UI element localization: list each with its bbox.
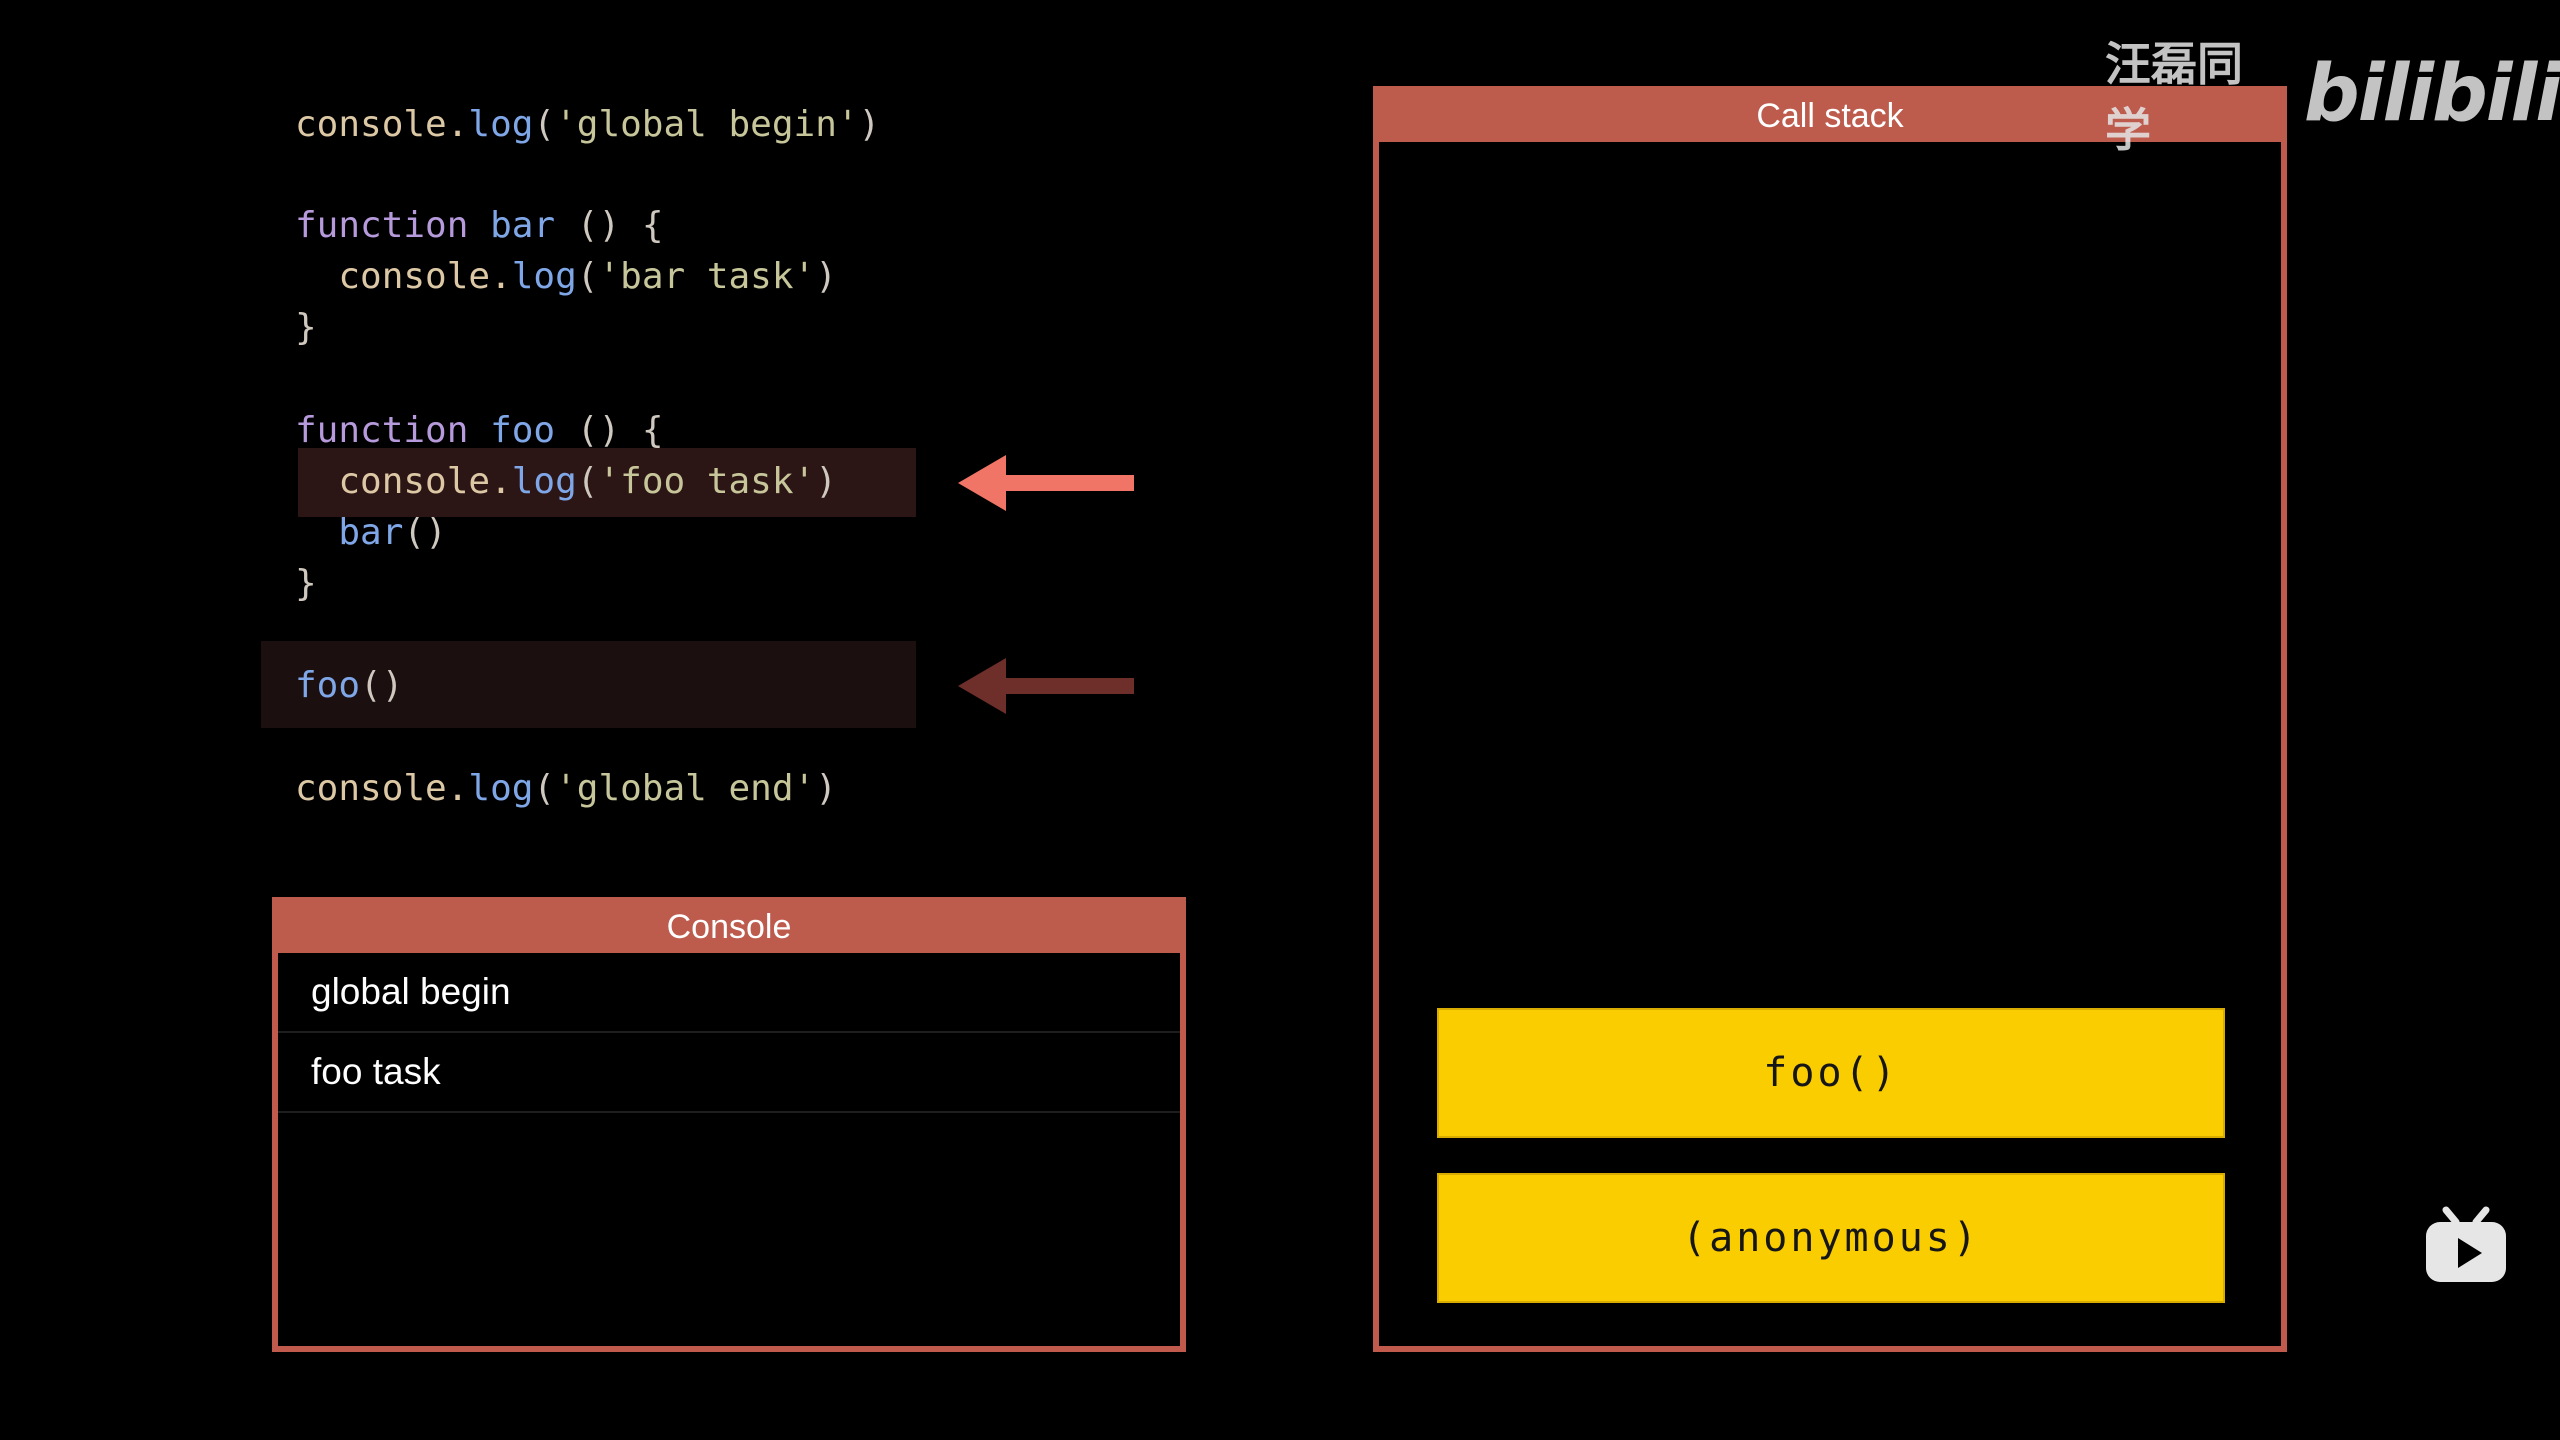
console-line: foo task [278,1033,1180,1113]
code-token: console. [295,104,469,145]
code-token: () { [576,205,664,246]
code-token: ) [815,768,837,809]
code-line: function foo () { [295,405,664,457]
code-token: 'global begin' [555,104,859,145]
code-token: ) [858,104,881,145]
code-token: console. [295,768,469,809]
code-token: bar [338,512,404,553]
code-token: foo [295,665,361,706]
code-token: console. [295,461,512,502]
code-token: ( [533,104,556,145]
console-output: global begin foo task [278,953,1180,1113]
bilibili-logo: bilibili [2303,49,2560,139]
code-token: function [295,410,469,451]
code-token: 'foo task' [598,461,816,502]
watermark-author: 汪磊同学 [2105,37,2243,157]
code-line: bar() [295,507,447,559]
console-title: Console [666,908,792,946]
code-token [468,205,490,246]
bilibili-tv-icon [2426,1206,2506,1282]
code-token: foo [490,410,556,451]
code-token: log [511,256,577,297]
code-token: } [295,563,317,604]
code-line: console.log('foo task') [295,456,837,508]
code-token: ( [533,768,556,809]
stack-frame-bottom: (anonymous) [1437,1173,2225,1303]
watermark: 汪磊同学 bilibili [2105,37,2560,157]
call-stack-title: Call stack [1756,97,1904,135]
code-line: foo() [295,660,403,712]
code-token: function [295,205,469,246]
code-token: () { [576,410,664,451]
code-token: ) [815,256,837,297]
code-line: console.log('bar task') [295,251,837,303]
code-token: log [468,768,534,809]
code-line: console.log('global begin') [295,99,880,151]
code-token [295,512,338,553]
code-editor: console.log('global begin')function bar … [0,0,1200,840]
code-token: ( [576,256,599,297]
code-token: ) [815,461,837,502]
code-token: console. [295,256,512,297]
code-token [468,410,490,451]
code-token: bar [490,205,556,246]
caller-line-highlight [261,641,916,728]
current-line-highlight [298,448,916,517]
code-token: () [403,512,447,553]
code-token: ( [576,461,599,502]
call-stack-panel: Call stack foo() (anonymous) [1373,86,2287,1352]
console-panel: Console global begin foo task [272,897,1186,1352]
code-line: } [295,302,317,354]
call-stack-header: Call stack [1373,86,2287,142]
code-token: } [295,307,317,348]
code-token: 'global end' [555,768,816,809]
code-line: function bar () { [295,200,664,252]
code-token [555,205,577,246]
console-header: Console [272,897,1186,953]
code-token: 'bar task' [598,256,816,297]
stack-frame-top: foo() [1437,1008,2225,1138]
code-token: log [468,104,534,145]
caller-line-arrow-icon [958,658,1134,714]
current-line-arrow-shape [958,455,1134,511]
code-token [555,410,577,451]
current-line-arrow-icon [958,455,1134,511]
caller-line-arrow-shape [958,658,1134,714]
console-line: global begin [278,953,1180,1033]
code-token: () [360,665,404,706]
code-token: log [511,461,577,502]
code-line: } [295,558,317,610]
code-line: console.log('global end') [295,763,837,815]
